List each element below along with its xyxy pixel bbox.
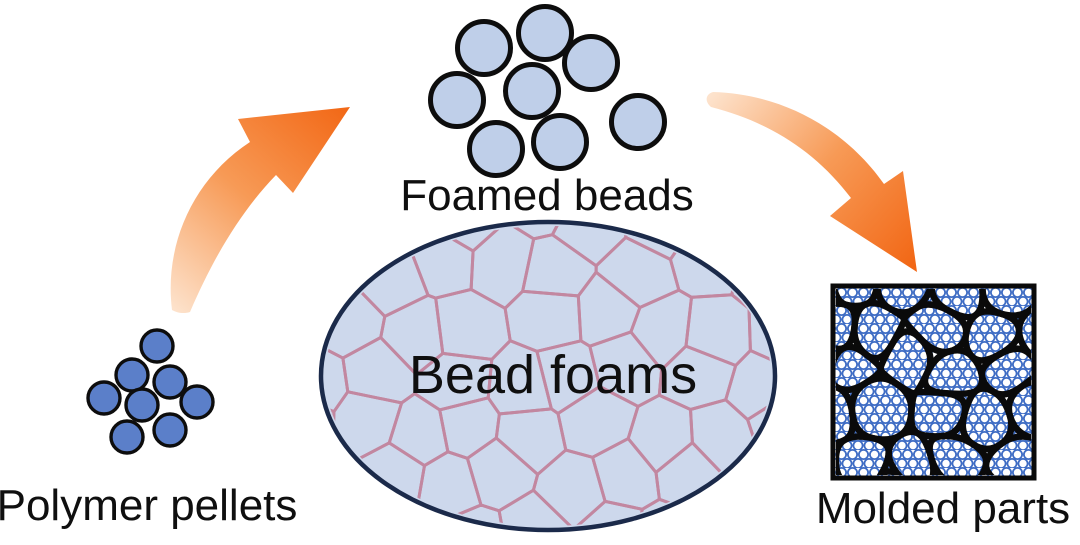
foamed-bead — [467, 120, 525, 178]
foam-cell — [877, 468, 903, 475]
pellet — [109, 419, 145, 455]
pellet — [179, 384, 215, 420]
foam-cell — [909, 182, 969, 261]
foam-cell — [1032, 218, 1080, 321]
bead-foam-outline — [318, 219, 778, 533]
polymer-pellet-cluster — [86, 328, 215, 455]
foam-cell — [748, 493, 771, 526]
foam-cell — [326, 226, 383, 249]
foam-cell — [738, 226, 771, 235]
foam-cell — [982, 433, 1031, 475]
pellet — [124, 387, 160, 423]
arrow-pellets-to-beads-icon — [170, 107, 350, 314]
foam-cell — [197, 327, 287, 435]
foamed-bead — [516, 4, 574, 62]
foamed-bead-cluster — [428, 4, 667, 178]
pellet — [152, 412, 188, 448]
pellet — [139, 328, 175, 364]
foam-cell — [1015, 305, 1031, 360]
foamed-bead — [562, 34, 620, 92]
foam-cell — [729, 468, 822, 545]
foam-cell — [217, 275, 315, 350]
foam-cell — [630, 497, 696, 526]
foam-cell — [325, 226, 359, 302]
foam-cell — [774, 335, 832, 386]
foam-cell — [885, 428, 937, 475]
molded-parts-label: Molded parts — [816, 484, 1070, 533]
pellet — [86, 380, 122, 416]
foam-cell — [683, 226, 753, 244]
polymer-pellets-label: Polymer pellets — [0, 481, 297, 530]
foamed-bead — [428, 71, 486, 129]
arrow-beads-to-molded-icon — [706, 92, 917, 272]
foam-cell — [691, 503, 758, 526]
foamed-bead — [609, 93, 667, 151]
foam-cell — [345, 98, 408, 188]
foam-cell — [1005, 379, 1031, 441]
molded-cell-walls — [729, 182, 1080, 545]
foamed-bead — [455, 19, 513, 77]
foam-cell — [325, 492, 386, 526]
foam-cell — [745, 392, 771, 469]
foam-cell — [497, 488, 576, 526]
foam-cell — [729, 182, 812, 271]
molded-part-border — [830, 283, 1037, 481]
bead-foams-label: Bead foams — [409, 345, 697, 405]
foamed-bead — [531, 113, 589, 171]
foamed-beads-label: Foamed beads — [400, 171, 694, 220]
pellet — [152, 364, 188, 400]
foam-cell — [1040, 321, 1080, 422]
foam-cell — [325, 388, 336, 468]
foamed-bead — [503, 62, 561, 120]
foam-cell — [1005, 182, 1080, 258]
pellet — [114, 357, 150, 393]
foam-cell — [963, 182, 1014, 268]
foam-cell — [836, 289, 837, 292]
